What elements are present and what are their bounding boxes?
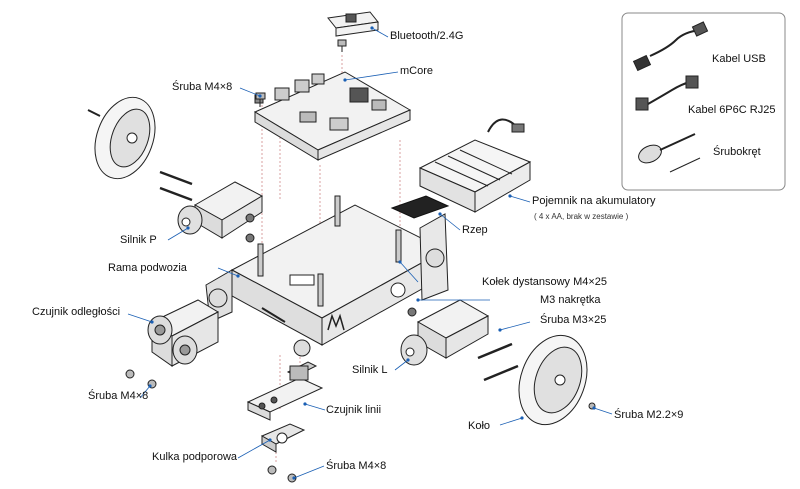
right-motor [177,181,264,239]
label-screw-m3x25: Śruba M3×25 [540,314,607,326]
standoffs [257,195,402,307]
legend-rj25-label: Kabel 6P6C RJ25 [688,104,776,116]
screwdriver-icon [638,133,701,173]
ball-caster [260,423,306,453]
velcro-pad [390,195,450,219]
label-right-motor: Silnik P [120,234,157,246]
label-battery-holder: Pojemnik na akumulatory [532,195,656,207]
mcore-board [253,71,412,161]
label-screw-m4x8-bottom: Śruba M4×8 [326,460,387,472]
label-line-sensor: Czujnik linii [326,404,382,416]
label-ball-caster: Kulka podporowa [152,451,238,463]
label-standoff: Kołek dystansowy M4×25 [482,276,608,288]
label-screw-m4x8-top: Śruba M4×8 [172,81,233,93]
accessories-legend [621,12,786,191]
legend-usb-label: Kabel USB [712,53,766,65]
label-left-motor: Silnik L [352,364,388,376]
wheel-left [94,96,156,180]
label-screw-m22x9: Śruba M2.2×9 [614,409,684,421]
usb-cable-icon [632,21,709,72]
ultrasonic-sensor [147,299,220,367]
legend-screwdriver-label: Śrubokręt [713,146,761,158]
leader-lines [127,27,613,479]
label-screw-m4x8-left: Śruba M4×8 [88,390,149,402]
battery-holder [418,118,532,213]
label-mcore: mCore [400,65,434,77]
rj25-cable-icon [635,75,699,111]
label-m3-nut: M3 nakrętka [540,294,601,306]
label-velcro: Rzep [462,224,488,236]
label-wheel: Koło [468,420,491,432]
label-battery-note: ( 4 x AA, brak w zestawie ) [534,212,629,221]
chassis-frame [205,204,449,357]
leader-dots [148,26,596,480]
label-bluetooth: Bluetooth/2.4G [390,30,464,42]
left-motor [400,299,490,366]
line-sensor [246,361,324,421]
wheel-right [518,334,588,426]
label-chassis: Rama podwozia [108,262,187,274]
bluetooth-module [327,11,379,52]
label-ultrasonic: Czujnik odległości [32,306,121,318]
